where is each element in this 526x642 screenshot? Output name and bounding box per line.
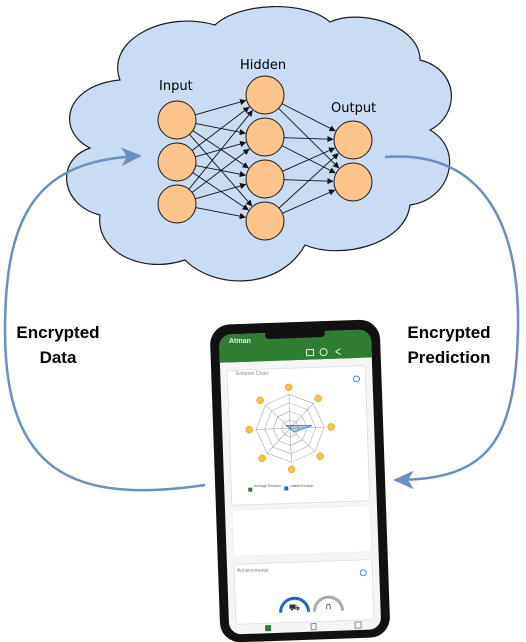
input-node [157, 142, 197, 182]
achievements-title: Achievements [237, 568, 269, 574]
hidden-node [245, 159, 285, 199]
emoji-icon [258, 454, 266, 462]
smartphone: ⛟ ∩ [210, 319, 390, 642]
network-nodes [157, 75, 373, 241]
emoji-icon [285, 383, 293, 392]
radar-chart [245, 383, 335, 473]
network-edge [195, 98, 247, 116]
output-node [333, 120, 373, 160]
radar-spoke [265, 404, 291, 429]
network-edge [282, 189, 336, 214]
blank-card [231, 505, 372, 557]
encrypted-data-label: Encrypted Data [8, 320, 108, 370]
encrypted-prediction-line2: Prediction [407, 348, 491, 367]
emoji-icon [245, 426, 253, 434]
headphones-icon: ∩ [325, 602, 332, 612]
legend-swatch-latest [284, 486, 289, 491]
network-connections [188, 98, 340, 220]
legend-latest: Latest Emotion [290, 484, 314, 488]
radar-spoke [290, 426, 325, 429]
input-layer-label: Input [159, 79, 193, 94]
radar-spoke [256, 428, 291, 430]
emoji-icon [314, 394, 322, 403]
encrypted-prediction-arrow [384, 155, 520, 490]
hidden-layer-label: Hidden [240, 58, 287, 73]
network-edge [281, 103, 336, 132]
nav-home-icon[interactable] [265, 625, 272, 632]
radar-spoke [290, 403, 314, 429]
emotion-chart-title: Emotion Chart [236, 371, 268, 377]
output-node [333, 162, 373, 202]
share-icon[interactable] [335, 348, 341, 355]
input-node [157, 100, 197, 140]
network-edge [282, 147, 336, 172]
encrypted-prediction-line1: Encrypted [407, 323, 491, 342]
encrypted-data-line2: Data [39, 348, 77, 367]
radar-value-shape [285, 425, 313, 433]
network-edge [195, 207, 246, 220]
network-edge [191, 106, 250, 151]
network-edge [191, 148, 250, 193]
nav-settings-icon[interactable] [354, 621, 362, 629]
nav-phone-icon[interactable] [310, 623, 317, 631]
achievement-gauge-2 [313, 595, 345, 612]
network-edge [195, 182, 247, 200]
network-edge [283, 135, 334, 143]
radar-spoke [266, 428, 291, 454]
radar-spoke [288, 394, 291, 429]
coin-icon[interactable] [319, 348, 328, 357]
input-node [157, 184, 197, 224]
encrypted-prediction-label: Encrypted Prediction [394, 320, 504, 370]
network-edge [278, 153, 339, 209]
cart-icon: ⛟ [289, 603, 301, 613]
phone-notch [264, 329, 325, 339]
hidden-node [245, 75, 285, 115]
emoji-icon [316, 452, 324, 460]
help-icon[interactable] [353, 375, 360, 383]
hidden-node [245, 201, 285, 241]
emoji-icon [287, 465, 296, 473]
network-edge [188, 110, 253, 190]
radar-spoke [289, 428, 292, 463]
app-title: Atman [229, 338, 251, 345]
emoji-icon [256, 396, 264, 405]
achievement-gauge-1 [279, 596, 311, 613]
help-icon[interactable] [359, 569, 367, 577]
emoji-icon [327, 423, 335, 431]
folder-icon[interactable] [305, 348, 315, 357]
legend-average: Average Emotion [254, 484, 281, 488]
hidden-node [245, 117, 285, 157]
achievements-card [233, 559, 375, 625]
output-layer-label: Output [331, 101, 377, 116]
encrypted-data-arrow [3, 147, 206, 492]
legend-swatch-average [248, 487, 253, 492]
encrypted-data-line1: Encrypted [16, 323, 100, 342]
